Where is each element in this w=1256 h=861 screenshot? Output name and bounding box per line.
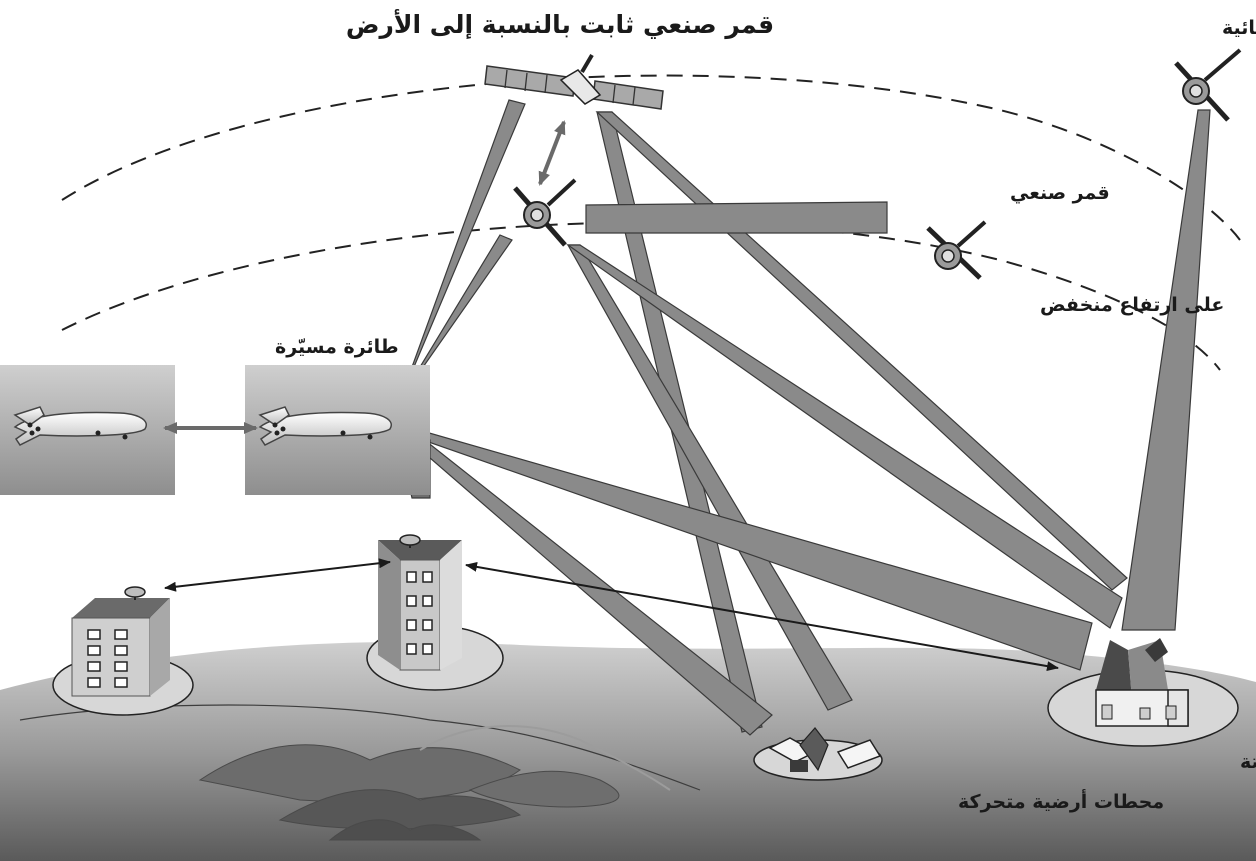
building-left bbox=[52, 586, 194, 716]
uav-icon-left bbox=[13, 406, 147, 446]
geo-leo-link-arrow bbox=[538, 120, 566, 186]
geo-satellite-icon bbox=[484, 53, 664, 110]
building-center bbox=[366, 534, 504, 691]
hills bbox=[19, 704, 701, 841]
beam-spacecraft-fixed bbox=[1121, 109, 1211, 631]
beam-leo-fixed bbox=[566, 244, 1123, 629]
beam-leo-mobile bbox=[566, 244, 853, 711]
label-spacecraft: مركبة فضائية bbox=[1222, 17, 1256, 39]
spacecraft-icon bbox=[1174, 48, 1242, 122]
beam-geo-leo-uav bbox=[399, 234, 513, 401]
label-geo-satellite: قمر صنعي ثابت بالنسبة إلى الأرض bbox=[346, 9, 774, 40]
label-mobile-stations: محطات أرضية متحركة bbox=[958, 789, 1164, 813]
geo-orbit bbox=[61, 74, 1241, 241]
label-leo-satellite-line1: قمر صنعي bbox=[1010, 182, 1110, 204]
beam-geo-uav bbox=[399, 99, 526, 401]
leo-satellite-2-icon bbox=[926, 220, 987, 280]
uav-icon-right bbox=[258, 406, 392, 446]
uav-box-right bbox=[245, 365, 430, 495]
mobile-station-icon bbox=[753, 727, 883, 781]
label-leo-satellite-line2: على ارتفاع منخفض bbox=[1040, 294, 1224, 316]
label-uav: طائرة مسيّرة bbox=[275, 336, 399, 358]
fixed-station-icon bbox=[1047, 638, 1239, 747]
orbit-lines bbox=[61, 74, 1241, 371]
leo-satellite-icon bbox=[513, 178, 577, 247]
uav-box-left bbox=[0, 365, 175, 495]
building-link-arrow bbox=[164, 558, 391, 592]
beam-leo-spacecraft-link bbox=[585, 201, 888, 234]
building-fixed-link-arrow bbox=[465, 561, 1059, 672]
label-fixed-stations: محطات أرضية ثابتة bbox=[1240, 749, 1256, 773]
